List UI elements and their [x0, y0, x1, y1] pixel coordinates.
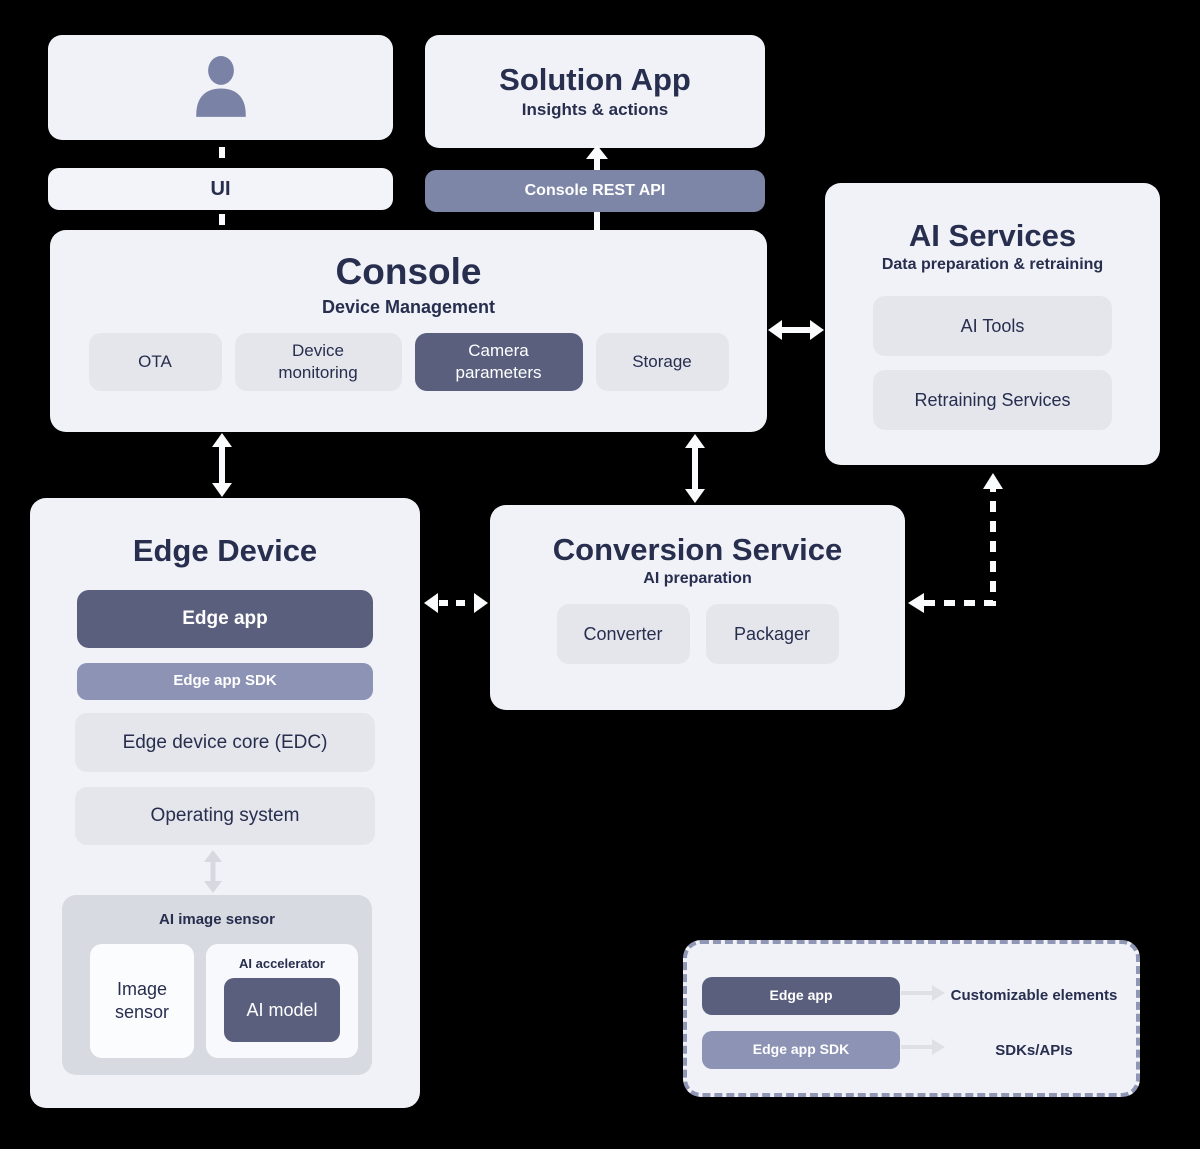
module-retraining-services: Retraining Services — [873, 370, 1112, 431]
conversion-service-title: Conversion Service — [552, 532, 843, 567]
arrow-console-edgedevice — [212, 433, 232, 497]
console-title: Console — [335, 251, 482, 292]
ai-model-box: AI model — [224, 978, 340, 1042]
conversion-service-subtitle: AI preparation — [643, 570, 752, 588]
user-box — [48, 35, 393, 140]
ai-services-subtitle: Data preparation & retraining — [881, 256, 1104, 274]
console-rest-api-label: Console REST API — [524, 182, 666, 199]
console-modules: OTA Device monitoring Camera parameters … — [88, 332, 729, 391]
ai-accelerator-box: AI accelerator AI model — [206, 944, 358, 1058]
module-ai-tools: AI Tools — [873, 296, 1112, 357]
solution-app-title: Solution App — [499, 61, 691, 97]
ai-services-box: AI Services Data preparation & retrainin… — [825, 183, 1160, 465]
module-ota: OTA — [88, 332, 222, 391]
ui-bar: UI — [48, 168, 393, 210]
layer-edge-app-sdk: Edge app SDK — [77, 663, 373, 700]
ai-image-sensor-title: AI image sensor — [159, 911, 275, 928]
arrow-console-conversionservice — [685, 434, 705, 503]
module-packager: Packager — [705, 604, 839, 665]
ai-services-modules: AI Tools Retraining Services — [873, 296, 1112, 431]
legend-label-customizable-elements: Customizable elements — [950, 987, 1118, 1004]
module-converter: Converter — [556, 604, 690, 665]
ai-accelerator-title: AI accelerator — [239, 956, 325, 971]
dashed-arrow-conversionservice-aiservices — [908, 473, 1003, 613]
solution-app-subtitle: Insights & actions — [521, 100, 669, 120]
module-camera-parameters: Camera parameters — [414, 332, 583, 391]
solution-app-box: Solution App Insights & actions — [425, 35, 765, 148]
legend-chip-edge-app: Edge app — [702, 977, 900, 1015]
ai-image-sensor-box: AI image sensor Image sensor AI accelera… — [62, 895, 372, 1075]
image-sensor-box: Image sensor — [90, 944, 194, 1058]
edge-device-box: Edge Device Edge app Edge app SDK Edge d… — [30, 498, 420, 1108]
module-storage: Storage — [595, 332, 729, 391]
legend-box: Edge app Customizable elements Edge app … — [683, 940, 1140, 1097]
module-device-monitoring: Device monitoring — [234, 332, 402, 391]
legend-chip-edge-app-sdk: Edge app SDK — [702, 1031, 900, 1069]
layer-edge-device-core: Edge device core (EDC) — [75, 713, 375, 772]
conversion-service-modules: Converter Packager — [556, 604, 839, 665]
legend-label-sdks-apis: SDKs/APIs — [995, 1042, 1073, 1059]
console-subtitle: Device Management — [321, 296, 496, 317]
person-icon — [195, 55, 246, 117]
arrow-restapi-solutionapp — [586, 145, 608, 170]
layer-operating-system: Operating system — [75, 787, 375, 845]
layer-edge-app: Edge app — [77, 590, 373, 648]
conversion-service-box: Conversion Service AI preparation Conver… — [490, 505, 905, 710]
dashed-arrow-edgedevice-conversionservice — [424, 593, 488, 613]
edge-device-title: Edge Device — [132, 533, 318, 568]
ai-services-title: AI Services — [908, 218, 1077, 253]
console-rest-api-bar: Console REST API — [425, 170, 765, 212]
ui-bar-label: UI — [210, 177, 231, 200]
console-box: Console Device Management OTA Device mon… — [50, 230, 767, 432]
arrow-console-aiservices — [768, 320, 824, 340]
